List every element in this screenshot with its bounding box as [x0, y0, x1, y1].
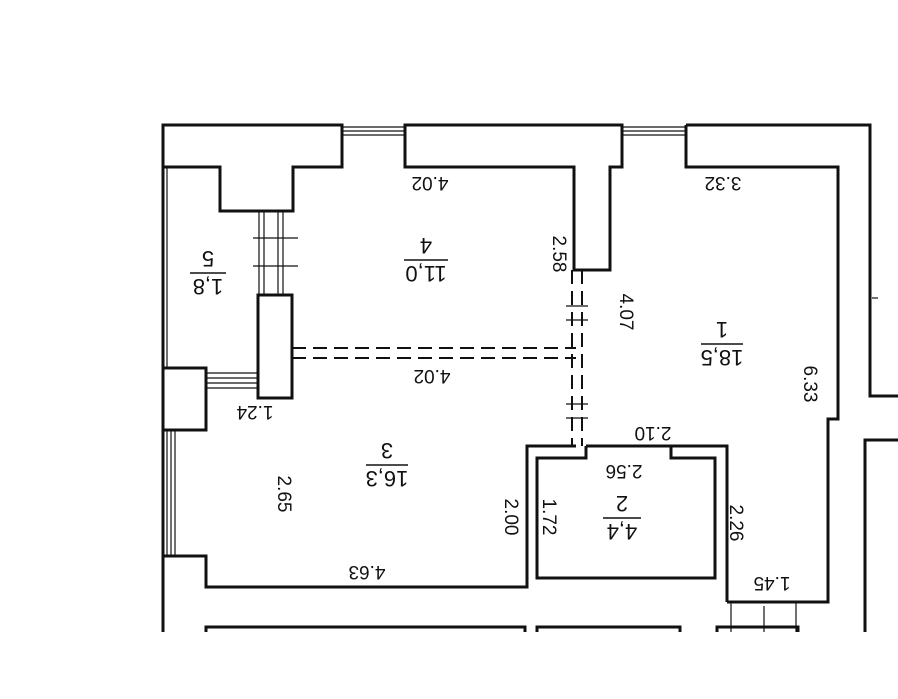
dim-room4-width: 4.02: [412, 172, 449, 193]
dim-room2-outer-depth: 2.00: [500, 499, 521, 536]
room-4-label: 11,0 4: [404, 233, 448, 286]
room-4-number: 4: [420, 233, 432, 258]
dim-room4-depth: 2.58: [548, 236, 569, 273]
room-3-area: 16,3: [366, 466, 409, 491]
partitions: [292, 270, 588, 446]
dim-room1-width: 3.32: [705, 172, 742, 193]
dim-room3-depth: 2.65: [273, 476, 294, 513]
dim-room1-inner: 4.07: [615, 294, 636, 331]
room-5-label: 1,8 5: [190, 246, 226, 299]
room-4-area: 11,0: [405, 261, 446, 286]
room-1-number: 1: [716, 317, 728, 342]
dim-room2-right-depth: 2.26: [725, 505, 746, 542]
dim-room3-width: 4.63: [349, 561, 386, 582]
room-labels: 18,5 1 4,4 2 16,3 3 11,0 4 1,8 5: [190, 233, 743, 544]
windows: [166, 126, 878, 632]
room-3-label: 16,3 3: [366, 438, 409, 491]
dim-room1-length: 6.33: [799, 366, 820, 403]
dim-room2-inner-width: 2.56: [606, 460, 643, 481]
walls: [161, 123, 898, 632]
room-1-area: 18,5: [701, 345, 744, 370]
dim-partition-width: 4.02: [414, 365, 451, 386]
room-2-label: 4,4 2: [603, 491, 641, 544]
room-5-number: 5: [202, 246, 214, 271]
dimension-labels: 4.02 3.32 2.58 4.07 6.33 4.02 1.24 2.65 …: [236, 172, 820, 593]
dim-room2-outer-width: 2.10: [635, 422, 672, 443]
room-1-label: 18,5 1: [701, 317, 744, 370]
room-5-area: 1,8: [193, 274, 224, 299]
room-3-number: 3: [381, 438, 393, 463]
room-2-number: 2: [616, 491, 628, 516]
dim-room2-inner-depth: 1.72: [538, 499, 559, 536]
dim-room5-step: 1.24: [236, 401, 273, 422]
dim-corridor-width: 1.45: [754, 572, 791, 593]
room-2-area: 4,4: [607, 519, 638, 544]
